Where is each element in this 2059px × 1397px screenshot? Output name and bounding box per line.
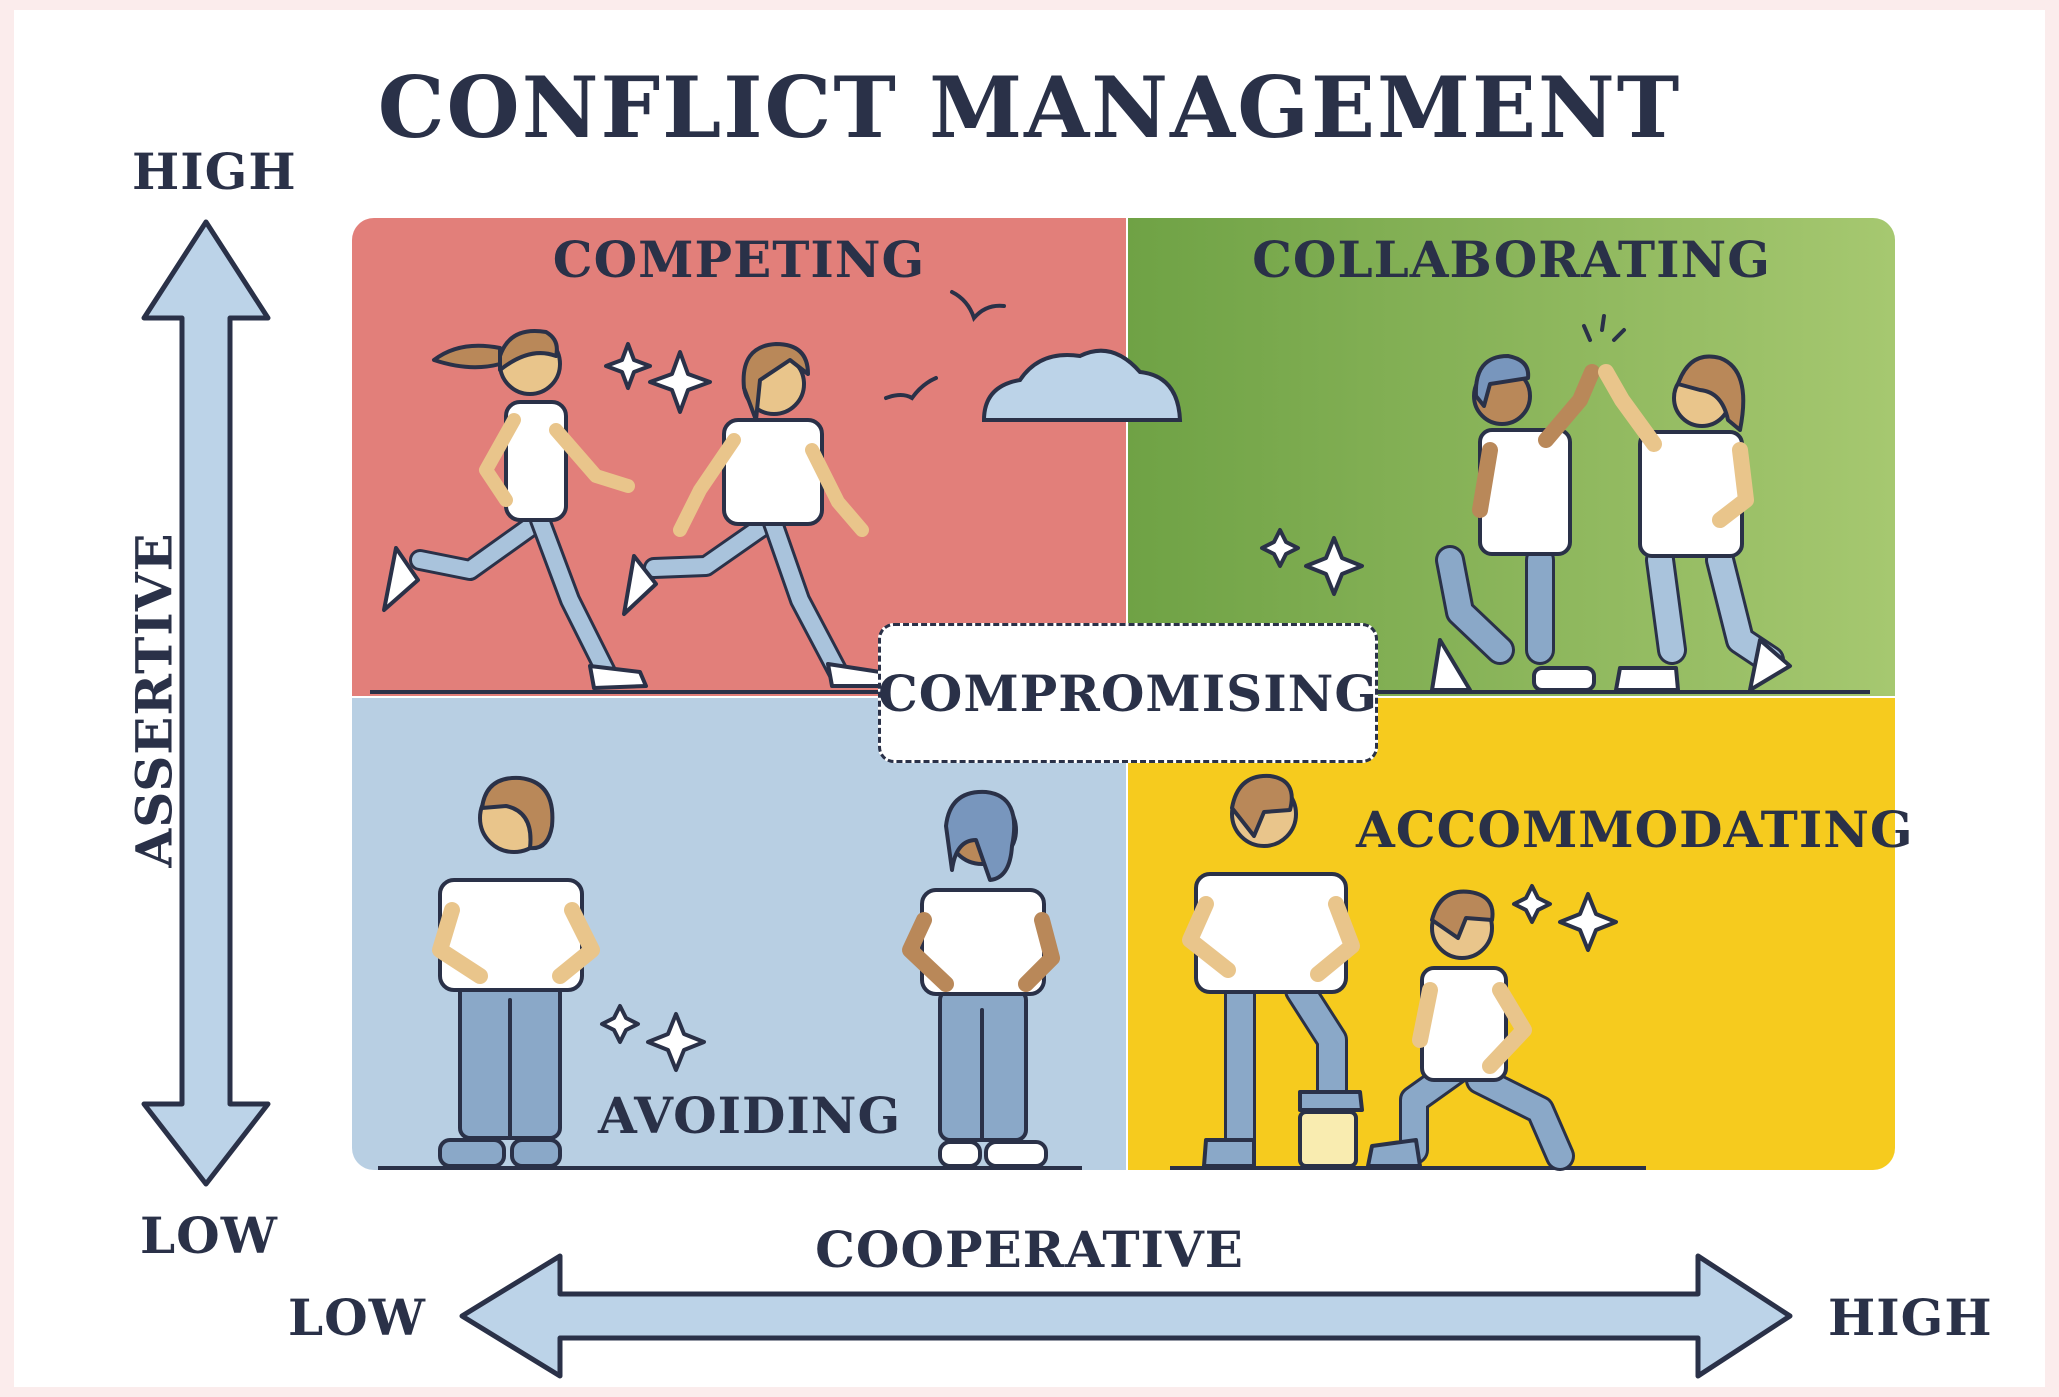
sparkle-icon <box>1304 536 1364 596</box>
accommodating-label: ACCOMMODATING <box>1356 800 1914 859</box>
sparkle-icon <box>604 342 652 390</box>
avoiding-figure <box>432 775 600 1168</box>
cloud-icon <box>981 348 1183 422</box>
cooperative-low-label: LOW <box>288 1288 426 1347</box>
sparkle-icon <box>1260 528 1300 568</box>
assertive-axis-label: ASSERTIVE <box>124 532 184 868</box>
sparkle-icon <box>600 1004 640 1044</box>
cooperative-axis-label: COOPERATIVE <box>815 1220 1244 1279</box>
sparkle-icon <box>1512 884 1552 924</box>
runner-figure <box>622 342 886 688</box>
assertive-low-label: LOW <box>140 1206 278 1265</box>
diagram-title: CONFLICT MANAGEMENT <box>377 58 1682 157</box>
assertive-high-label: HIGH <box>132 142 297 201</box>
compromising-label: COMPROMISING <box>877 663 1379 723</box>
bird-icon <box>950 290 1006 322</box>
runner-figure <box>382 329 648 690</box>
accommodating-kneeling-figure <box>1366 889 1575 1171</box>
compromising-box: COMPROMISING <box>878 623 1378 763</box>
high-five-figures <box>1430 314 1792 692</box>
bird-icon <box>884 376 938 401</box>
accommodating-standing-figure <box>1182 773 1364 1168</box>
avoiding-label: AVOIDING <box>598 1086 902 1145</box>
competing-label: COMPETING <box>552 230 926 289</box>
avoiding-figure <box>902 789 1060 1168</box>
sparkle-icon <box>1558 892 1618 952</box>
cooperative-axis-arrow <box>459 1253 1793 1379</box>
cooperative-high-label: HIGH <box>1828 1288 1993 1347</box>
sparkle-icon <box>646 1012 706 1072</box>
sparkle-icon <box>648 350 712 414</box>
assertive-axis-arrow <box>141 219 271 1187</box>
collaborating-label: COLLABORATING <box>1252 230 1771 289</box>
